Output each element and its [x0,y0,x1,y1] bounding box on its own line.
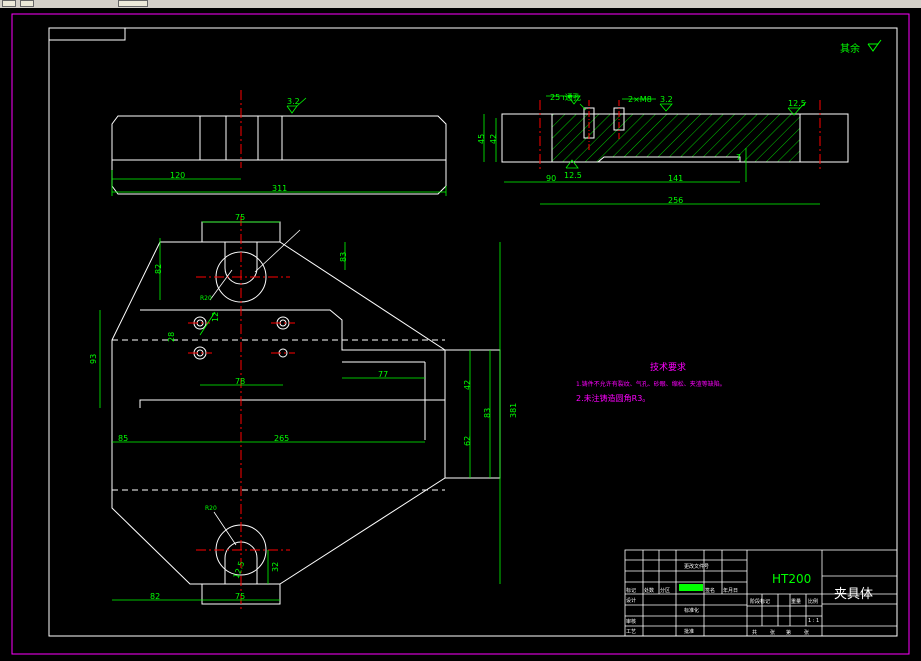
front-view-dims [111,97,447,196]
roughness-left: 12.5 [564,171,582,180]
tb-row-1: 设计 [626,597,636,604]
tb-col-0: 处数 [644,587,654,594]
roughness-other-label: 其余 [840,42,860,55]
callout-thread: 2ר5通孔 [550,92,581,102]
dim-77: 77 [378,370,388,379]
dim-75-bot: 75 [235,592,245,601]
folder-icon[interactable] [118,0,148,7]
toolbar [0,0,921,8]
tb-sheet-3: 张 [804,629,809,636]
tb-sheet-0: 共 [752,629,757,636]
dim-12: 12 [211,312,220,322]
tb-col-3: 签名 [705,587,715,594]
tb-stage-2: 比例 [808,598,818,605]
section-view [501,100,849,172]
tb-stage-1: 重量 [791,598,801,605]
material-label: HT200 [772,572,811,586]
radius-bottom: R20 [205,505,217,512]
cad-drawing: 其余 120 311 3.2 [11,13,910,655]
dim-78: 78 [235,377,245,386]
note-item-2: 2.未注铸造圆角R3。 [576,393,650,403]
tb-row-2: 审核 [626,618,636,625]
dim-42-plan: 42 [463,380,472,390]
dim-90: 90 [546,174,556,183]
dim-45: 45 [477,134,486,144]
roughness-bottom-slot: 12.5 [232,560,247,580]
radius-top: R20 [200,295,212,302]
corner-label-box [48,27,126,41]
roughness-symbol-icon [867,43,879,52]
dim-83: 83 [339,252,348,262]
dim-32: 32 [271,562,280,572]
technical-notes: 技术要求 1.铸件不允许有裂纹、气孔、砂眼、缩松、夹渣等缺陷。 2.未注铸造圆角… [576,361,726,403]
callout-counterbore: 2×M8 [628,95,652,104]
section-dims [483,95,820,205]
part-name: 夹具体 [834,587,873,602]
plan-dims [99,221,501,601]
dim-120: 120 [170,171,185,180]
front-view [111,90,447,195]
tb-col-1: 分区 [660,587,670,594]
dim-7: 7 [736,153,741,162]
dim-83b: 83 [483,408,492,418]
close-icon[interactable] [20,0,34,7]
notes-title: 技术要求 [650,361,686,373]
outer-frame [11,13,910,655]
tb-col-4: 年月日 [723,587,738,594]
dim-265: 265 [274,434,289,443]
dim-311: 311 [272,184,287,193]
roughness-other: 其余 [840,39,882,55]
dim-62: 62 [463,436,472,446]
dim-256: 256 [668,196,683,205]
plan-view [111,221,501,605]
dim-28: 28 [167,332,176,342]
roughness-right: 12.5 [788,99,806,108]
dim-85: 85 [118,434,128,443]
note-item-1: 1.铸件不允许有裂纹、气孔、砂眼、缩松、夹渣等缺陷。 [576,380,726,388]
dim-141: 141 [668,174,683,183]
tb-mid-1: 批准 [684,628,694,635]
drawing-border [48,27,898,637]
tb-col-2: 更改文件号 [684,563,709,570]
dim-82b: 82 [150,592,160,601]
roughness-section-top: 3.2 [660,95,673,104]
dim-75-top: 75 [235,213,245,222]
tb-mid-0: 标准化 [684,607,699,614]
dim-42-section: 42 [489,134,498,144]
tb-row-0: 标记 [626,587,636,594]
tb-row-3: 工艺 [626,629,636,635]
plan-centerlines [188,216,295,612]
scale-value: 1 : 1 [808,618,819,624]
window-icon[interactable] [2,0,16,7]
dim-93: 93 [89,354,98,364]
tb-sheet-2: 第 [786,629,791,636]
dim-381: 381 [509,403,518,418]
dim-82: 82 [154,264,163,274]
roughness-top: 3.2 [287,97,300,106]
title-block [624,549,898,637]
tb-stage-0: 阶段标记 [750,598,770,605]
tb-sheet-1: 张 [770,629,775,636]
